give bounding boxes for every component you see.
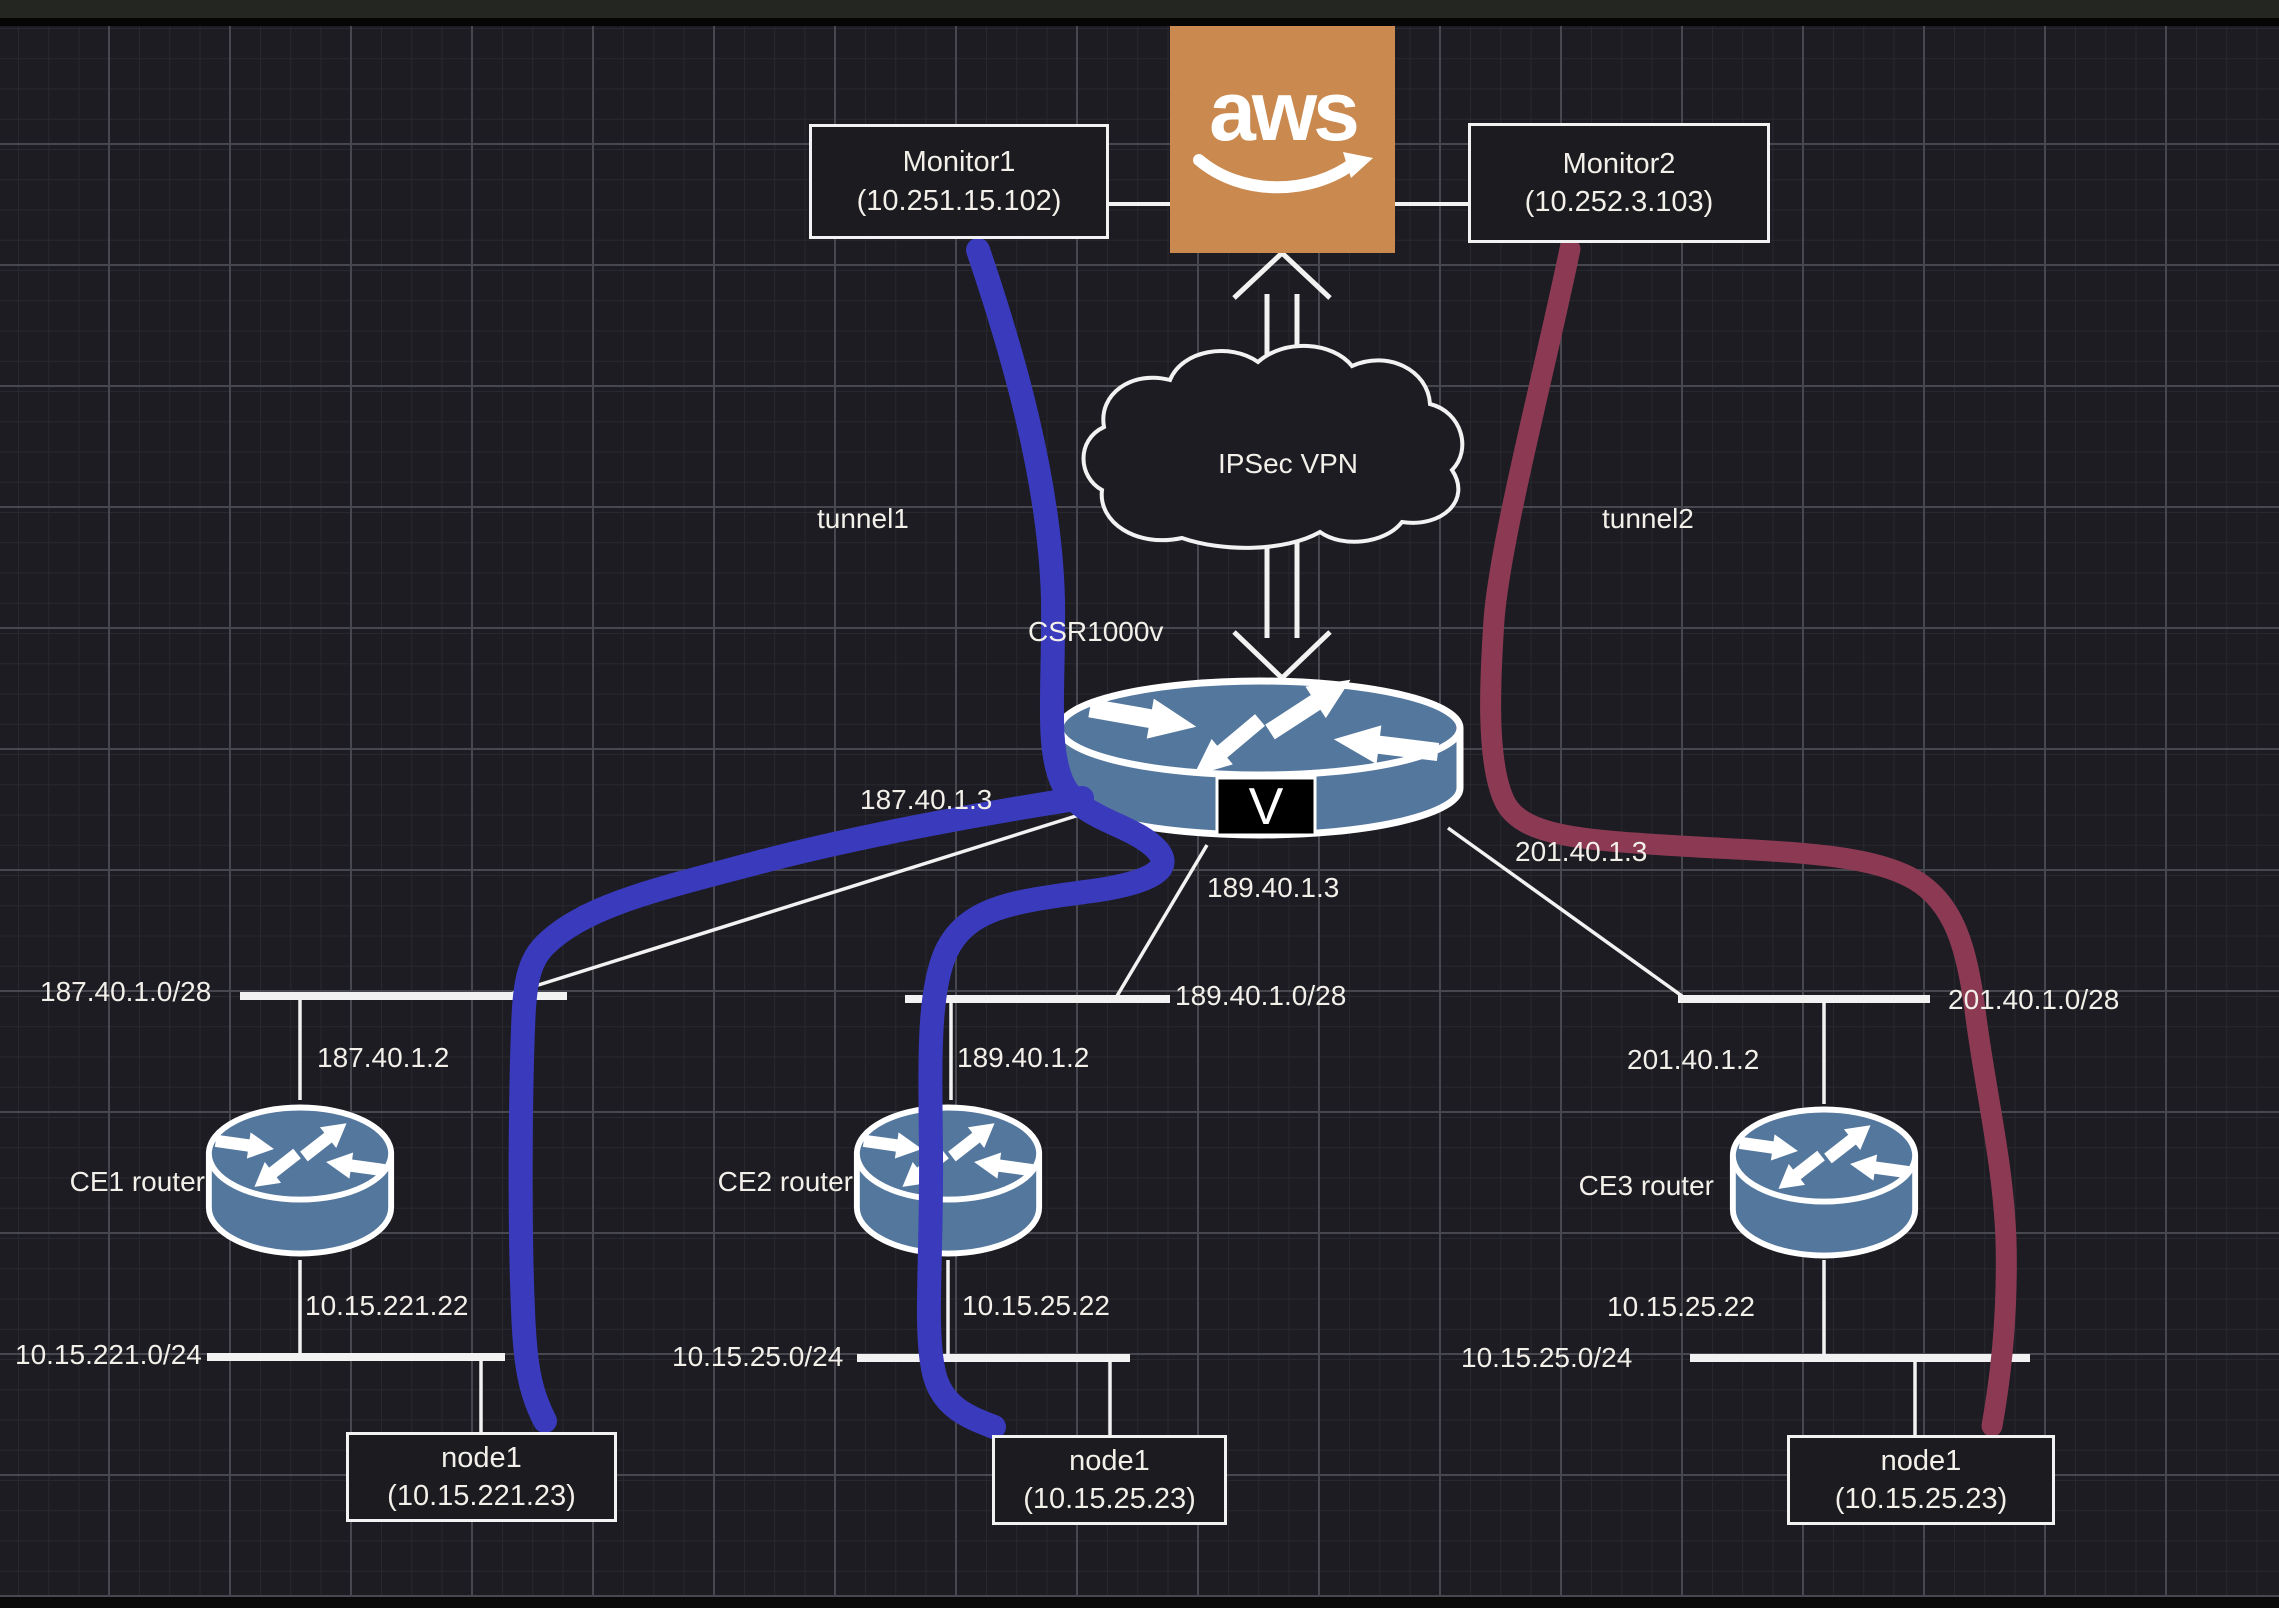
ce1-lan-ip-label: 10.15.221.22 (305, 1290, 469, 1321)
tunnel1-path-branch (508, 786, 1094, 1433)
ce2-label: CE2 router (717, 1166, 853, 1197)
node1-ip: (10.15.221.23) (387, 1480, 576, 1512)
tunnel2-path (1480, 238, 2017, 1437)
ce2-wan-ip-label: 189.40.1.2 (957, 1042, 1090, 1073)
ce2-lan-ip-label: 10.15.25.22 (962, 1290, 1110, 1321)
subnet1-label: 187.40.1.0/28 (40, 976, 212, 1007)
ce1-wan-ip-label: 187.40.1.2 (317, 1042, 450, 1073)
subnet2-label: 189.40.1.0/28 (1175, 980, 1347, 1011)
ce3-label: CE3 router (1578, 1170, 1714, 1201)
window-top-bar (0, 0, 2279, 18)
node1-name: node1 (1069, 1444, 1150, 1477)
lan1-subnet-label: 10.15.221.0/24 (15, 1339, 202, 1370)
node1-ip: (10.15.25.23) (1023, 1483, 1196, 1515)
monitor1-name: Monitor1 (902, 146, 1016, 179)
router-icon-ce2[interactable] (857, 1108, 1039, 1254)
aws-smile-icon (1192, 151, 1373, 194)
router-icon-ce3[interactable] (1733, 1110, 1915, 1256)
node1-box-branch2[interactable]: node1 (10.15.25.23) (992, 1435, 1227, 1525)
subnet3-label: 201.40.1.0/28 (1948, 984, 2120, 1015)
lan-bus-24 (207, 1353, 2030, 1362)
csr-iface1-label: 187.40.1.3 (860, 784, 993, 815)
ce1-label: CE1 router (69, 1166, 205, 1197)
csr-v-badge (1215, 776, 1317, 837)
aws-logo-text: aws (1209, 64, 1360, 159)
ce3-wan-ip-label: 201.40.1.2 (1627, 1044, 1760, 1075)
csr-v-badge-label: V (1249, 778, 1284, 836)
cloud-icon[interactable] (1081, 343, 1465, 550)
monitor2-ip: (10.252.3.103) (1524, 186, 1714, 218)
subnet-bus-28 (240, 992, 1930, 1003)
aws-logo[interactable]: aws (1170, 23, 1395, 253)
tunnel1-path-monitor1 (916, 238, 1175, 1439)
node1-name: node1 (441, 1441, 522, 1474)
csr-label: CSR1000v (1028, 616, 1164, 647)
top-divider (0, 18, 2279, 26)
ce3-lan-ip-label: 10.15.25.22 (1607, 1291, 1755, 1322)
tunnel2-label: tunnel2 (1602, 503, 1694, 534)
lan3-subnet-label: 10.15.25.0/24 (1461, 1342, 1633, 1373)
router-icon-csr1000v[interactable]: V (1056, 664, 1464, 839)
router-icon-ce1[interactable] (209, 1108, 391, 1254)
csr-subnet-links (512, 808, 1684, 998)
node1-ip: (10.15.25.23) (1834, 1483, 2008, 1515)
monitor1-ip: (10.251.15.102) (856, 184, 1062, 217)
monitor1-box[interactable]: Monitor1 (10.251.15.102) (809, 124, 1109, 239)
node1-name: node1 (1880, 1444, 1962, 1477)
tunnel1-label: tunnel1 (817, 503, 909, 534)
node1-box-branch3[interactable]: node1 (10.15.25.23) (1787, 1435, 2055, 1525)
csr-iface2-label: 189.40.1.3 (1207, 872, 1340, 903)
node1-box-branch1[interactable]: node1 (10.15.221.23) (346, 1432, 617, 1522)
cloud-label: IPSec VPN (1217, 448, 1359, 479)
lan2-subnet-label: 10.15.25.0/24 (672, 1341, 844, 1372)
monitor2-name: Monitor2 (1562, 147, 1676, 180)
bus-ce-links (298, 998, 1826, 1357)
monitor2-box[interactable]: Monitor2 (10.252.3.103) (1468, 123, 1770, 243)
csr-iface3-label: 201.40.1.3 (1515, 836, 1648, 867)
bus-node-links (479, 1360, 1917, 1436)
window-bottom-bar (0, 1597, 2279, 1608)
